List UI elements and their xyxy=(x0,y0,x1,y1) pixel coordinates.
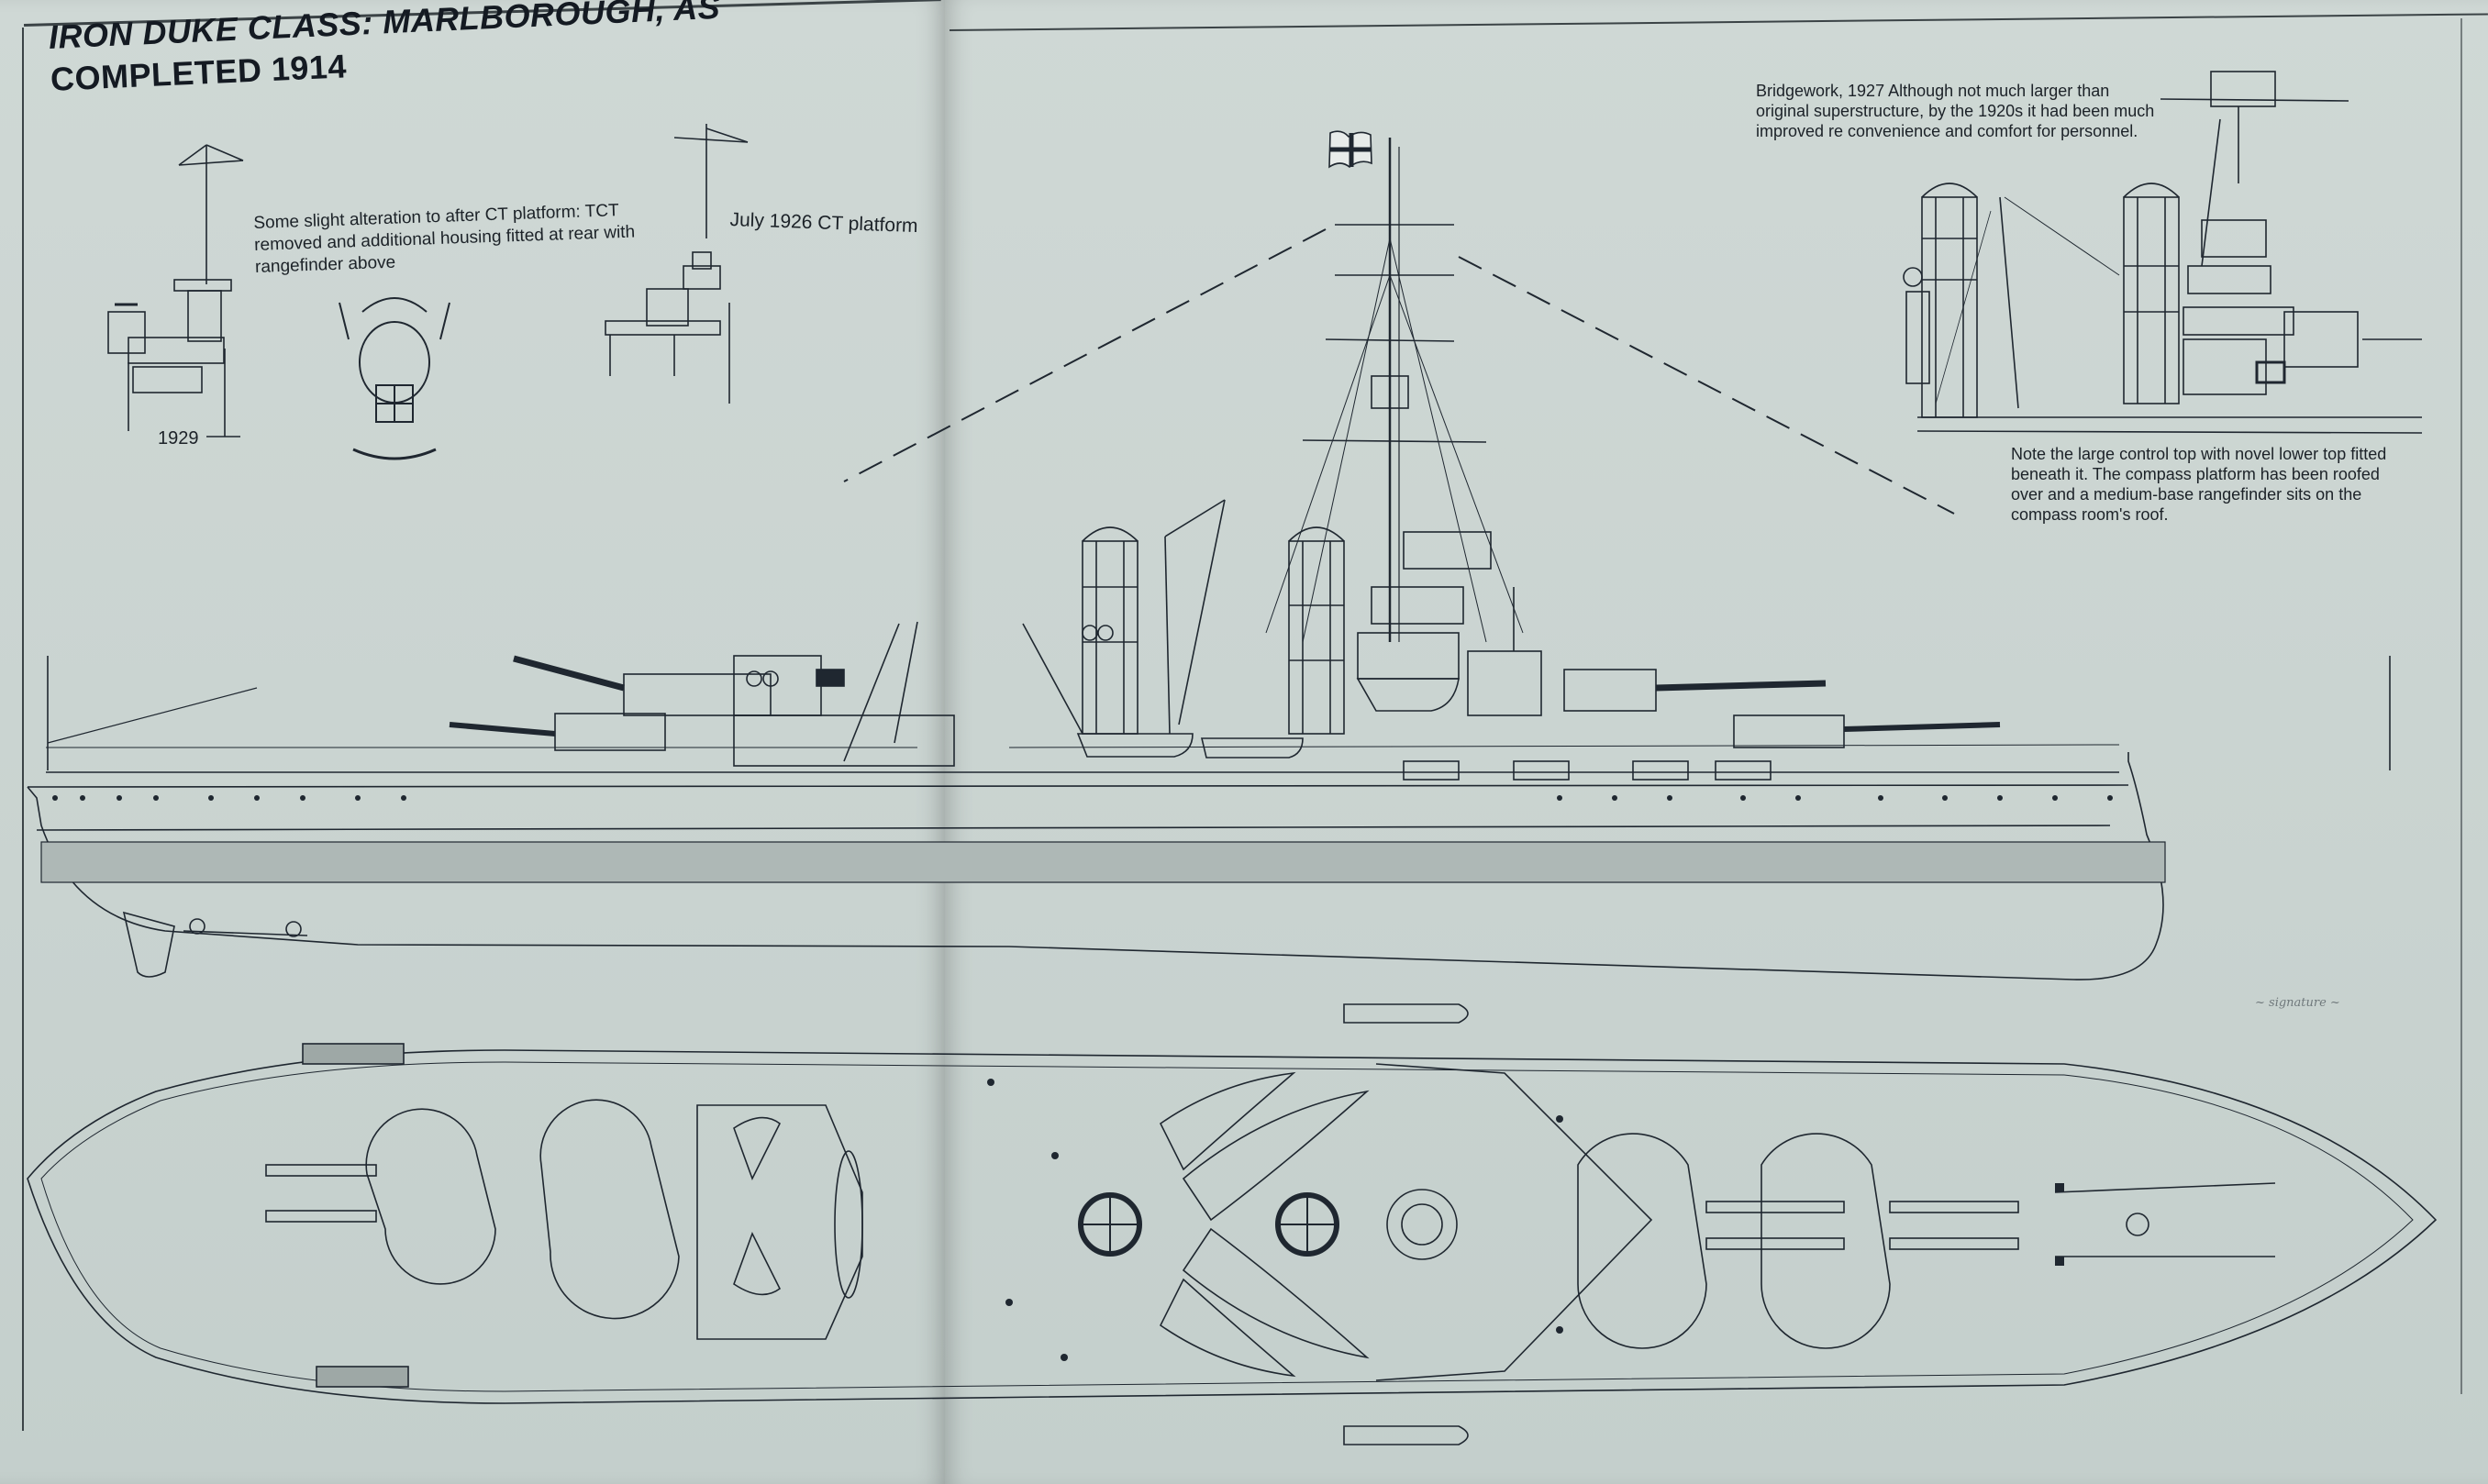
left-page xyxy=(0,0,945,1484)
portholes xyxy=(52,795,2113,801)
left-page-frame-left xyxy=(22,28,24,1431)
artist-signature: ~ signature ~ xyxy=(2255,996,2340,1010)
detail-bridgework-1927 xyxy=(1903,71,2423,434)
wireless-aerials xyxy=(843,228,1955,515)
white-ensign-flag-icon xyxy=(1328,130,1372,169)
profile-view xyxy=(27,130,2391,980)
armour-belt xyxy=(40,841,2166,883)
rigging-lines xyxy=(1265,238,1524,643)
ship-crest-icon xyxy=(339,297,450,460)
caption-1929: 1929 xyxy=(158,428,199,449)
detail-1929-ct-platform xyxy=(107,144,244,437)
right-page-frame-right xyxy=(2460,18,2462,1394)
caption-control-top-note: Note the large control top with novel lo… xyxy=(2011,445,2387,524)
deck-fittings xyxy=(987,1079,2064,1361)
plan-view xyxy=(27,1003,2438,1445)
detail-july-1926-ct-platform xyxy=(605,124,749,404)
caption-bridgework-1927: Bridgework, 1927 Although not much large… xyxy=(1756,82,2155,140)
